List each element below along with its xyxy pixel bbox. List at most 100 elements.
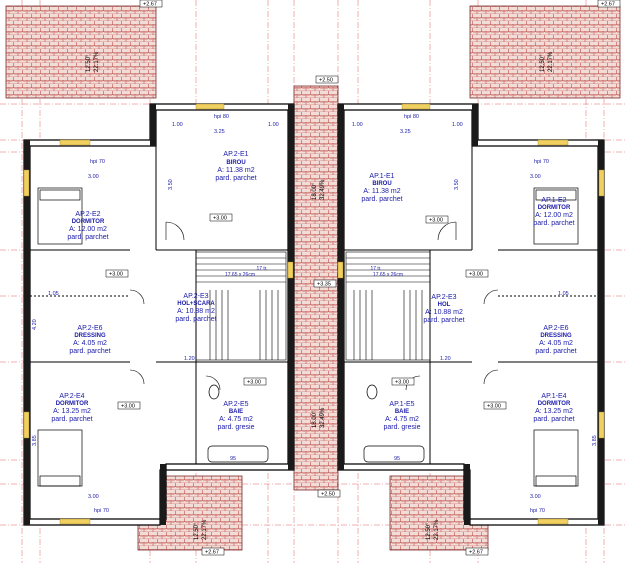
svg-text:AP.1-E4: AP.1-E4 bbox=[541, 393, 566, 400]
level-p300-f: +3.00 bbox=[465, 269, 489, 278]
svg-text:1.00: 1.00 bbox=[452, 122, 463, 128]
svg-text:95: 95 bbox=[394, 456, 400, 462]
room-ap2-e6: AP.2-E6 DRESSING A: 4.05 m2 pard. parche… bbox=[69, 325, 110, 355]
svg-text:hpi 70: hpi 70 bbox=[530, 508, 545, 514]
room-ap2-e2: AP.2-E2 DORMITOR A: 12.00 m2 pard. parch… bbox=[67, 211, 108, 241]
svg-text:hpi 70: hpi 70 bbox=[90, 159, 105, 165]
svg-text:22.17%: 22.17% bbox=[548, 51, 554, 72]
level-bottom-mid: +2.50 bbox=[317, 489, 341, 498]
svg-text:1.00: 1.00 bbox=[268, 122, 279, 128]
room-ap1-e1: AP.1-E1 BIROU A: 11.38 m2 pard. parchet bbox=[361, 173, 402, 203]
svg-text:DRESSING: DRESSING bbox=[540, 333, 572, 339]
svg-text:+2.67: +2.67 bbox=[469, 550, 483, 556]
level-bottom-left: +2.67 bbox=[201, 547, 225, 556]
room-ap2-e5: AP.2-E5 BAIE A: 4.75 m2 pard. gresie bbox=[218, 401, 255, 431]
level-p300-d: +3.00 bbox=[243, 377, 267, 386]
svg-text:+3.00: +3.00 bbox=[213, 216, 227, 222]
svg-text:pard. parchet: pard. parchet bbox=[69, 348, 110, 355]
roof-slopes: 12.50° 22.17% 12.50° 22.17% 18.00° 32.49… bbox=[86, 51, 554, 540]
svg-text:A: 13.25 m2: A: 13.25 m2 bbox=[535, 408, 573, 415]
svg-text:BIROU: BIROU bbox=[226, 160, 245, 166]
dimensions: 1.00 3.25 1.00 1.00 3.25 1.00 3.00 3.00 … bbox=[32, 114, 598, 514]
svg-text:BAIE: BAIE bbox=[395, 409, 409, 415]
svg-text:pard. gresie: pard. gresie bbox=[384, 424, 421, 431]
level-p300-e: +3.00 bbox=[425, 215, 449, 224]
svg-text:A: 13.25 m2: A: 13.25 m2 bbox=[53, 408, 91, 415]
svg-text:+3.00: +3.00 bbox=[247, 380, 261, 386]
svg-text:1.20: 1.20 bbox=[184, 356, 195, 362]
svg-text:DRESSING: DRESSING bbox=[74, 333, 106, 339]
room-ap2-e6-right: AP.2-E6 DRESSING A: 4.05 m2 pard. parche… bbox=[535, 325, 576, 355]
svg-text:DORMITOR: DORMITOR bbox=[538, 401, 571, 407]
level-top-left: +2.67 bbox=[139, 0, 163, 8]
svg-text:pard. gresie: pard. gresie bbox=[218, 424, 255, 431]
svg-text:+3.00: +3.00 bbox=[469, 272, 483, 278]
roof-middle bbox=[293, 85, 339, 491]
svg-text:A: 10.88 m2: A: 10.88 m2 bbox=[425, 309, 463, 316]
room-labels: AP.2-E1 BIROU A: 11.38 m2 pard. parchet … bbox=[51, 151, 576, 431]
svg-text:+3.00: +3.00 bbox=[487, 404, 501, 410]
svg-text:DORMITOR: DORMITOR bbox=[72, 219, 105, 225]
svg-text:+3.00: +3.00 bbox=[395, 380, 409, 386]
svg-text:32.49%: 32.49% bbox=[320, 407, 326, 428]
svg-text:+2.67: +2.67 bbox=[143, 2, 157, 8]
level-p300-b: +3.00 bbox=[105, 269, 129, 278]
svg-text:A: 4.75 m2: A: 4.75 m2 bbox=[219, 416, 253, 423]
svg-text:17.65 x 26cm: 17.65 x 26cm bbox=[225, 272, 255, 278]
slope-bottom-left: 12.50° 22.17% bbox=[194, 519, 208, 540]
svg-text:hpi 80: hpi 80 bbox=[214, 114, 229, 120]
svg-text:A: 12.00 m2: A: 12.00 m2 bbox=[69, 226, 107, 233]
door-swings bbox=[129, 221, 499, 391]
slope-bottom-right: 12.50° 22.17% bbox=[426, 519, 440, 540]
svg-text:17 tr.: 17 tr. bbox=[256, 266, 267, 272]
svg-text:pard. parchet: pard. parchet bbox=[533, 416, 574, 423]
level-p300-h: +3.00 bbox=[483, 401, 507, 410]
svg-text:+2.50: +2.50 bbox=[321, 492, 335, 498]
svg-text:AP.2-E1: AP.2-E1 bbox=[223, 151, 248, 158]
level-markers: +2.67 +2.67 +2.50 +2.67 +2.67 +2.50 +3.0… bbox=[105, 0, 621, 556]
svg-text:pard. parchet: pard. parchet bbox=[215, 175, 256, 182]
stair-labels: 17 tr. 17.65 x 26cm 17 tr. 17.65 x 26cm bbox=[225, 266, 403, 278]
svg-text:DORMITOR: DORMITOR bbox=[538, 205, 571, 211]
svg-text:12.50°: 12.50° bbox=[426, 522, 432, 540]
svg-text:AP.2-E3: AP.2-E3 bbox=[183, 293, 208, 300]
svg-text:hpi 70: hpi 70 bbox=[534, 159, 549, 165]
roof-top-left bbox=[5, 5, 157, 99]
stairs-left bbox=[195, 251, 287, 361]
svg-text:A: 4.05 m2: A: 4.05 m2 bbox=[539, 340, 573, 347]
wall-fills bbox=[24, 104, 604, 525]
svg-text:BAIE: BAIE bbox=[229, 409, 243, 415]
svg-text:HOL+SCARA: HOL+SCARA bbox=[177, 301, 215, 307]
bath-fixtures bbox=[207, 384, 425, 463]
svg-text:A: 11.38 m2: A: 11.38 m2 bbox=[217, 167, 254, 174]
svg-text:pard. parchet: pard. parchet bbox=[533, 220, 574, 227]
svg-text:3.00: 3.00 bbox=[88, 174, 99, 180]
slope-mid-bottom: 18.00° 32.49% bbox=[312, 407, 326, 428]
room-ap2-e3: AP.2-E3 HOL+SCARA A: 10.88 m2 pard. parc… bbox=[175, 293, 216, 323]
svg-text:32.49%: 32.49% bbox=[320, 179, 326, 200]
svg-text:AP.2-E2: AP.2-E2 bbox=[75, 211, 100, 218]
svg-text:3.50: 3.50 bbox=[168, 179, 174, 190]
svg-text:1.00: 1.00 bbox=[172, 122, 183, 128]
slope-top-left: 12.50° 22.17% bbox=[86, 51, 100, 72]
svg-text:AP.1-E5: AP.1-E5 bbox=[389, 401, 414, 408]
level-p335-a: +3.35 bbox=[313, 279, 337, 288]
svg-text:22.17%: 22.17% bbox=[94, 51, 100, 72]
svg-text:A: 4.05 m2: A: 4.05 m2 bbox=[73, 340, 107, 347]
roof-top-right bbox=[469, 5, 621, 99]
svg-text:hpi 80: hpi 80 bbox=[404, 114, 419, 120]
svg-text:18.00°: 18.00° bbox=[312, 182, 318, 200]
svg-text:1.00: 1.00 bbox=[352, 122, 363, 128]
svg-text:pard. parchet: pard. parchet bbox=[361, 196, 402, 203]
svg-text:3.25: 3.25 bbox=[400, 129, 411, 135]
level-top-right: +2.67 bbox=[597, 0, 621, 8]
room-ap1-e2: AP.1-E2 DORMITOR A: 12.00 m2 pard. parch… bbox=[533, 197, 574, 227]
svg-text:AP.1-E1: AP.1-E1 bbox=[369, 173, 394, 180]
svg-text:95: 95 bbox=[230, 456, 236, 462]
level-top-mid: +2.50 bbox=[315, 75, 339, 84]
room-ap1-e4: AP.1-E4 DORMITOR A: 13.25 m2 pard. parch… bbox=[533, 393, 574, 423]
svg-text:3.25: 3.25 bbox=[214, 129, 225, 135]
svg-text:A: 11.38 m2: A: 11.38 m2 bbox=[363, 188, 400, 195]
svg-text:pard. parchet: pard. parchet bbox=[535, 348, 576, 355]
